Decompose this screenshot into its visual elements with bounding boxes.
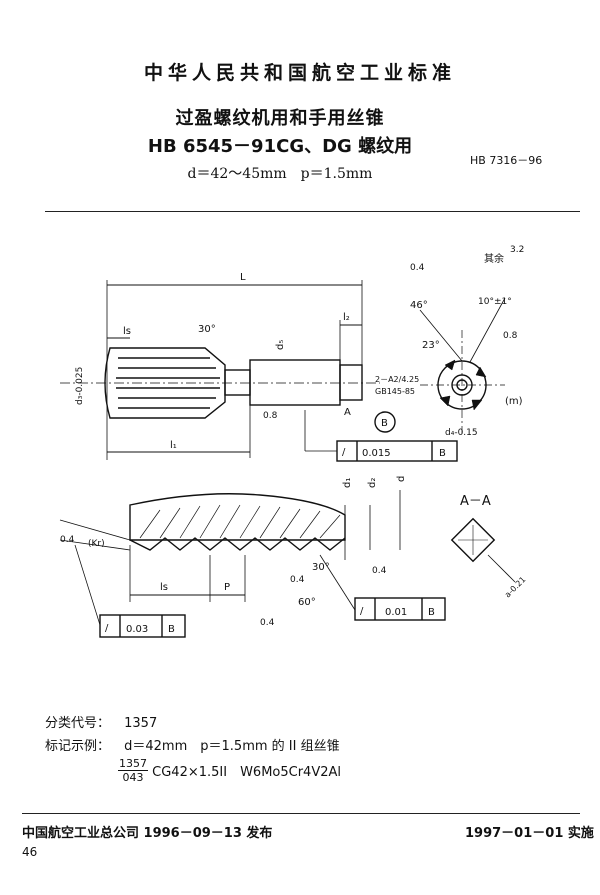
tap-neck <box>224 369 251 396</box>
title-line-2: HB 6545－91CG、DG 螺纹用 <box>147 136 413 157</box>
dim-d: d <box>396 476 407 482</box>
tap-shank <box>249 359 341 406</box>
top-rule <box>45 211 580 212</box>
roughness-5: 0.4 <box>290 575 305 585</box>
dim-l1: l₁ <box>170 440 177 451</box>
classification-line: 分类代号： 1357 <box>45 712 157 731</box>
marking-label: 标记示例： <box>45 739 111 754</box>
angle-46: 46° <box>410 300 428 311</box>
roughness-6: 0.4 <box>372 566 387 576</box>
dim-d3: d₃-0.025 <box>75 367 85 405</box>
dim-L: L <box>240 272 246 283</box>
roughness-1: 0.4 <box>410 263 425 273</box>
runout-1: / <box>342 447 346 458</box>
dim-m: (m) <box>505 396 523 407</box>
angle-10: 10°±1° <box>478 297 512 307</box>
marking-code: CG42×1.5II W6Mo5Cr4V2Al <box>152 765 341 780</box>
roughness-4: 0.4 <box>60 535 75 545</box>
roughness-rest-value: 3.2 <box>510 245 524 255</box>
fraction-numerator: 1357 <box>118 757 148 771</box>
angle-30-thread: 30° <box>312 562 330 573</box>
roughness-rest: 其余 <box>484 252 504 265</box>
dim-kr: (Kr) <box>88 539 105 549</box>
dim-p: P <box>224 582 230 593</box>
classification-label: 分类代号： <box>45 716 111 731</box>
tap-square <box>339 364 363 401</box>
dim-d5: d₅ <box>275 340 286 350</box>
datum-b-circle <box>374 411 396 433</box>
technical-drawing: L l₁ ls l₂ d₅ d₃-0.025 30° 46° 10°±1° 23… <box>59 245 528 638</box>
tolerance-frame-3 <box>354 597 446 621</box>
roughness-2: 0.8 <box>503 331 518 341</box>
section-mark-a: A <box>344 407 351 418</box>
tolerance-frame-2 <box>99 614 186 638</box>
tolerance-2-value: 0.03 <box>126 624 148 635</box>
dim-ls-2: ls <box>160 582 168 593</box>
angle-23: 23° <box>422 340 440 351</box>
footer-effective: 1997－01－01 实施 <box>465 826 594 841</box>
standard-header: 中华人民共和国航空工业标准 <box>143 62 456 84</box>
standard-number: HB 7316－96 <box>470 154 543 167</box>
tolerance-1-datum: B <box>439 448 446 459</box>
section-title: A－A <box>460 494 491 509</box>
dim-ls: ls <box>123 326 131 337</box>
runout-2: / <box>105 623 109 634</box>
classification-value: 1357 <box>124 716 158 731</box>
thread-teeth <box>129 537 346 551</box>
footer-rule <box>22 813 580 814</box>
dim-l2: l₂ <box>343 312 350 323</box>
tolerance-3-value: 0.01 <box>385 607 407 618</box>
runout-3: / <box>360 606 364 617</box>
dim-d4: d₄-0.15 <box>445 428 478 438</box>
marking-line: 标记示例： d＝42mm p＝1.5mm 的 II 组丝锥 <box>45 735 340 754</box>
marking-text: d＝42mm p＝1.5mm 的 II 组丝锥 <box>124 739 340 754</box>
center-note-1: 2－A2/4.25 <box>375 375 419 384</box>
title-line-1: 过盈螺纹机用和手用丝锥 <box>175 108 385 129</box>
angle-30-top: 30° <box>198 324 216 335</box>
marking-code-line: 1357 043 CG42×1.5II W6Mo5Cr4V2Al <box>118 757 341 784</box>
dim-d2: d₂ <box>367 478 378 488</box>
angle-60: 60° <box>298 597 316 608</box>
roughness-3: 0.8 <box>263 411 278 421</box>
section-dim: a-0.21 <box>503 575 527 599</box>
page-number: 46 <box>22 845 38 859</box>
section-a-a-square <box>450 517 496 563</box>
roughness-7: 0.4 <box>260 618 275 628</box>
footer-issuer: 中国航空工业总公司 1996－09－13 发布 <box>22 826 273 841</box>
thread-profile-body <box>129 493 346 541</box>
tolerance-2-datum: B <box>168 624 175 635</box>
datum-b: B <box>381 418 388 429</box>
dim-d1: d₁ <box>342 478 353 488</box>
tolerance-3-datum: B <box>428 607 435 618</box>
title-line-3: d＝42～45mm p＝1.5mm <box>187 166 373 182</box>
marking-fraction: 1357 043 <box>118 757 148 784</box>
center-note-2: GB145-85 <box>375 387 415 396</box>
fraction-denominator: 043 <box>122 771 144 784</box>
tolerance-1-value: 0.015 <box>362 448 391 459</box>
